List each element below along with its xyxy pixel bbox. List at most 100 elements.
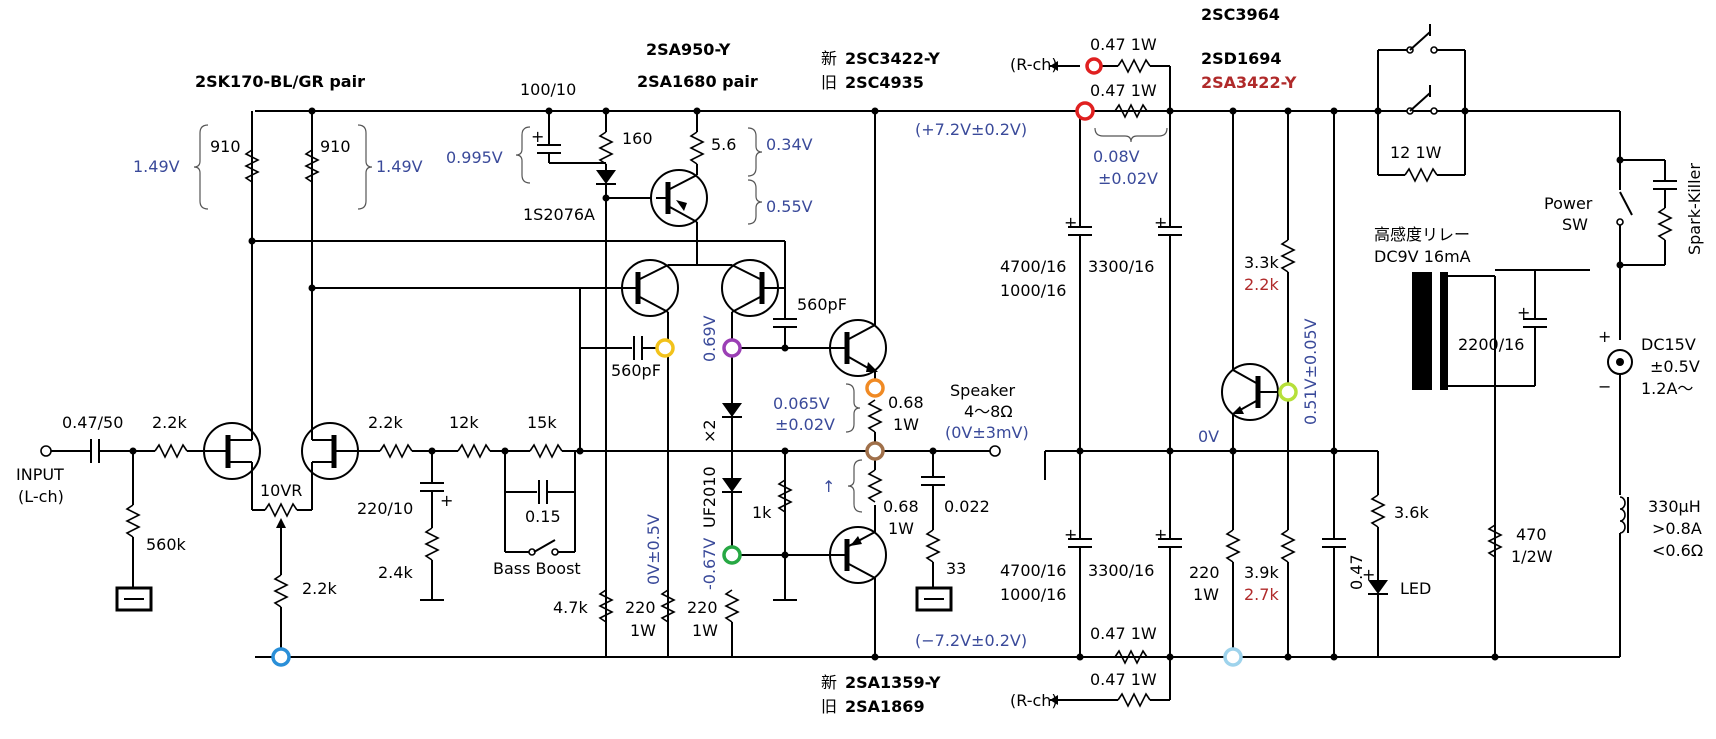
reg-type-c-label: 2SA3422-Y xyxy=(1201,73,1297,92)
input-terminal[interactable] xyxy=(40,445,52,457)
probe-point-orange[interactable] xyxy=(865,378,885,398)
res-1k-label: 1k xyxy=(752,503,772,522)
current-arrow: ↑ xyxy=(822,477,835,496)
cap-4700-b-label: 4700/16 xyxy=(1000,561,1066,580)
relay-coil-b xyxy=(1440,272,1448,390)
cap-4700-b-plus: + xyxy=(1064,525,1077,544)
res-0-47-c-label: 0.47 1W xyxy=(1090,624,1157,643)
feedback-network: + 2.2k 12k 15k 220/10 2.4k 0.15 Bass Boo… xyxy=(357,413,584,601)
cap-2200-plus: + xyxy=(1517,303,1530,322)
positive-rail-voltage: (+7.2V±0.2V) xyxy=(915,120,1027,139)
jfet-pair: 2SK170-BL/GR pair 910 910 1.49V 1.49V 10… xyxy=(133,72,785,650)
res-15k-label: 15k xyxy=(527,413,557,432)
reg-type-b-label: 2SD1694 xyxy=(1201,49,1281,68)
cap-0-47-label: 0.47 xyxy=(1347,554,1366,590)
dc-voltage-label: DC15V xyxy=(1641,335,1696,354)
voltage-0v-0-5: 0V±0.5V xyxy=(644,514,663,585)
relay-label: 高感度リレー xyxy=(1374,225,1470,244)
measurement-points xyxy=(271,57,1298,667)
diode-uf2010-b xyxy=(722,478,742,492)
res-3-3k-label: 3.3k xyxy=(1244,253,1279,272)
input-res-label: 2.2k xyxy=(152,413,187,432)
switch-label: SW xyxy=(1562,215,1588,234)
virtual-ground-voltage: 0V xyxy=(1198,427,1219,446)
voltage-0-08-tol: ±0.02V xyxy=(1098,169,1158,188)
probe-point-green[interactable] xyxy=(722,545,742,565)
pnp-current-source xyxy=(650,169,708,227)
cap-3300-a-label: 3300/16 xyxy=(1088,257,1154,276)
pnp-new-prefix: 新 xyxy=(821,673,837,692)
cap-4700-a-plus: + xyxy=(1064,213,1077,232)
probe-point-yellow[interactable] xyxy=(655,338,675,358)
speaker-impedance: 4～8Ω xyxy=(964,402,1013,421)
cap-0-022-label: 0.022 xyxy=(944,497,990,516)
cap-560pf-a-label: 560pF xyxy=(611,361,661,380)
probe-point-blue[interactable] xyxy=(271,647,291,667)
cap-0-15-label: 0.15 xyxy=(525,507,561,526)
diode-1s2076a xyxy=(596,170,616,184)
led-plus: + xyxy=(1362,565,1375,584)
diode-count-label: ×2 xyxy=(700,419,719,443)
voltage-left-drain: 1.49V xyxy=(133,157,180,176)
npn-old-label: 2SC4935 xyxy=(845,73,924,92)
res-220c-watt-label: 1W xyxy=(1193,585,1219,604)
cap-3300-a-plus: + xyxy=(1154,213,1167,232)
inductor-resistance-label: <0.6Ω xyxy=(1652,541,1703,560)
voltage-right-drain: 1.49V xyxy=(376,157,423,176)
cap-220-10-label: 220/10 xyxy=(357,499,413,518)
res-2-2k-alt-label: 2.2k xyxy=(1244,275,1279,294)
led-label: LED xyxy=(1400,579,1431,598)
rch-lower-label: (R-ch) xyxy=(1010,691,1058,710)
res-0-47-d-label: 0.47 1W xyxy=(1090,670,1157,689)
voltage-0-55: 0.55V xyxy=(766,197,813,216)
probe-point-lime[interactable] xyxy=(1278,382,1298,402)
voltage-0-51: 0.51V±0.05V xyxy=(1301,318,1320,425)
speaker-terminal[interactable] xyxy=(989,445,1001,457)
power-switch[interactable] xyxy=(1616,218,1624,226)
dc-current-label: 1.2A～ xyxy=(1641,379,1693,398)
pnp-new-label: 2SA1359-Y xyxy=(845,673,941,692)
bass-boost-contact-b xyxy=(551,548,559,556)
input-label: INPUT xyxy=(16,465,64,484)
probe-point-red-rail[interactable] xyxy=(1075,101,1095,121)
res-220a-watt-label: 1W xyxy=(630,621,656,640)
res-2-2k-fb-label: 2.2k xyxy=(368,413,403,432)
res-0-68a-label: 0.68 xyxy=(888,393,924,412)
diode-uf2010-a xyxy=(722,403,742,417)
res-12k-label: 12k xyxy=(449,413,479,432)
res-5-6-label: 5.6 xyxy=(711,135,736,154)
spark-killer-label: Spark-Killer xyxy=(1685,163,1704,255)
relay-coil-a xyxy=(1412,272,1432,390)
res-2-2k-vr-label: 2.2k xyxy=(302,579,337,598)
relay-section: 12 1W 高感度リレー DC9V 16mA + 2200/16 470 1/2… xyxy=(1374,24,1590,661)
res-220b-label: 220 xyxy=(687,598,718,617)
voltage-0-065: 0.065V xyxy=(773,394,830,413)
rch-upper-label: (R-ch) xyxy=(1010,55,1058,74)
res-2-7k-alt-label: 2.7k xyxy=(1244,585,1279,604)
rail-labels: (+7.2V±0.2V) (−7.2V±0.2V) xyxy=(915,120,1027,650)
virtual-ground-regulator: 2SC3964 2SD1694 2SA3422-Y 3.3k 2.2k 0.51… xyxy=(1189,5,1431,661)
led-indicator xyxy=(1368,580,1388,594)
res-910-left-label: 910 xyxy=(210,137,241,156)
res-220b-watt-label: 1W xyxy=(692,621,718,640)
pnp-old-prefix: 旧 xyxy=(821,697,837,716)
relay-spec-label: DC9V 16mA xyxy=(1374,247,1471,266)
cap-1000-a-label: 1000/16 xyxy=(1000,281,1066,300)
voltage-0-69: 0.69V xyxy=(700,315,719,362)
probe-point-brown[interactable] xyxy=(865,441,885,461)
pnp-type-b-label: 2SA1680 pair xyxy=(637,72,758,91)
dc-minus: − xyxy=(1598,377,1611,396)
cap-plus-sign: + xyxy=(440,491,453,510)
voltage-0-08: 0.08V xyxy=(1093,147,1140,166)
cap-2200-label: 2200/16 xyxy=(1458,335,1524,354)
probe-point-lightblue[interactable] xyxy=(1223,647,1243,667)
cap-1000-b-label: 1000/16 xyxy=(1000,585,1066,604)
pnp-old-label: 2SA1869 xyxy=(845,697,925,716)
probe-point-purple[interactable] xyxy=(722,338,742,358)
cap-100-10-plus: + xyxy=(531,127,544,146)
jfet-left xyxy=(203,422,261,480)
cap-100-10-label: 100/10 xyxy=(520,80,576,99)
probe-point-red-top[interactable] xyxy=(1085,57,1103,75)
res-3-6k-label: 3.6k xyxy=(1394,503,1429,522)
